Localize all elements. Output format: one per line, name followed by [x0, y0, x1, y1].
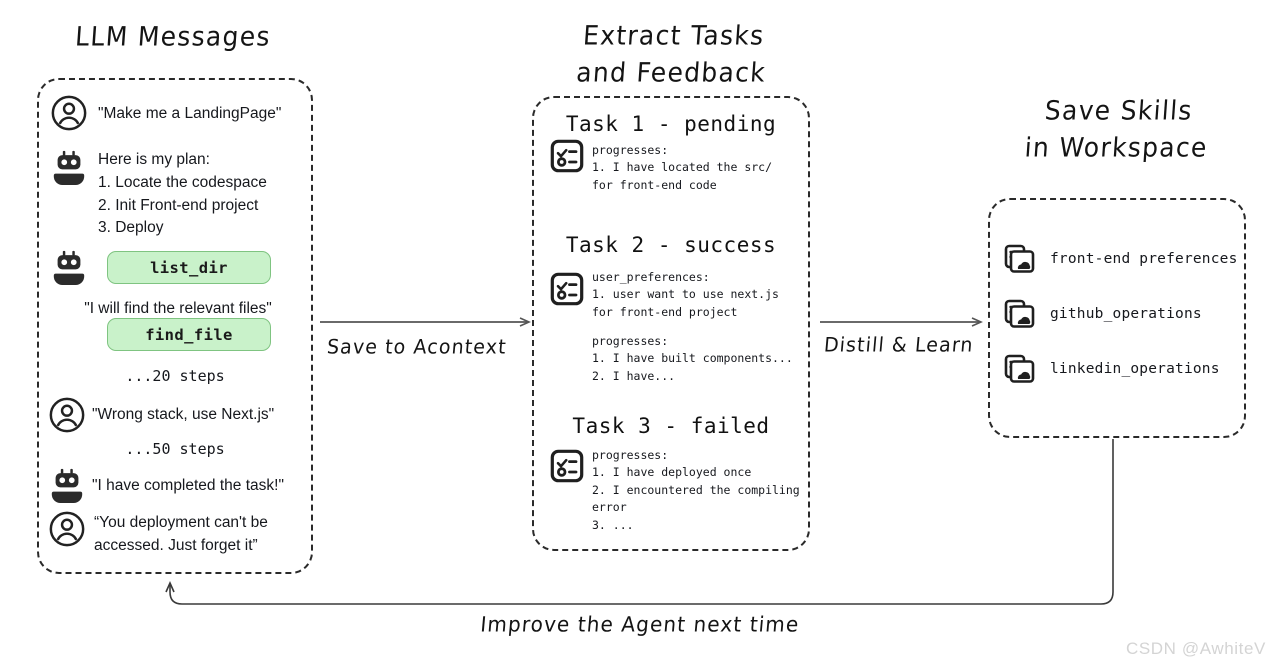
task-2-progresses: progresses: 1. I have built components..… [592, 334, 793, 383]
skill-item-0[interactable]: front-end preferences [1004, 243, 1238, 275]
message-text: "Wrong stack, use Next.js" [92, 406, 275, 423]
user-avatar-icon [48, 510, 86, 548]
message-row-user-3: “You deployment can't be accessed. Just … [48, 510, 306, 558]
task-3-title: Task 3 - failed [572, 414, 770, 438]
arrow-label-distill: Distill & Learn [822, 333, 975, 357]
message-text: "I have completed the task!" [92, 477, 284, 494]
skill-cloud-icon [1004, 353, 1038, 385]
tool-call-list-dir[interactable]: list_dir [107, 251, 271, 284]
skill-label: linkedin_operations [1050, 361, 1220, 377]
message-text-agent-3: "I will find the relevant files" [84, 300, 272, 317]
task-3-body: progresses: 1. I have deployed once 2. I… [592, 448, 800, 532]
message-row-agent-4: "I have completed the task!" [48, 466, 284, 504]
arrow-label-save: Save to Acontext [325, 335, 508, 359]
arrow-improve-loop [165, 439, 1114, 605]
skill-label: github_operations [1050, 306, 1202, 322]
skill-label: front-end preferences [1050, 251, 1238, 267]
robot-avatar-icon [50, 248, 88, 286]
message-text: "Make me a LandingPage" [98, 105, 282, 122]
user-avatar-icon [48, 396, 86, 434]
message-row-agent-1: Here is my plan: 1. Locate the codespace… [50, 148, 302, 240]
steps-indicator-50: ...50 steps [125, 440, 225, 458]
arrow-label-loop: Improve the Agent next time [479, 611, 801, 637]
steps-indicator-20: ...20 steps [125, 367, 225, 385]
task-2-title: Task 2 - success [565, 233, 777, 257]
robot-avatar-icon [48, 466, 86, 504]
message-text: “You deployment can't be accessed. Just … [94, 514, 268, 554]
watermark: CSDN @AwhiteV [1125, 639, 1266, 658]
tool-call-find-file[interactable]: find_file [107, 318, 271, 351]
skill-cloud-icon [1004, 243, 1038, 275]
message-text: Here is my plan: 1. Locate the codespace… [98, 151, 267, 237]
message-row-user-1: "Make me a LandingPage" [50, 94, 302, 132]
task-2-preferences: user_preferences: 1. user want to use ne… [592, 270, 779, 319]
message-row-agent-2 [50, 248, 88, 286]
skill-cloud-icon [1004, 298, 1038, 330]
skill-item-1[interactable]: github_operations [1004, 298, 1202, 330]
robot-avatar-icon [50, 148, 88, 186]
checklist-icon [550, 449, 584, 483]
message-row-user-2: "Wrong stack, use Next.js" [48, 396, 274, 434]
checklist-icon [550, 139, 584, 173]
checklist-icon [550, 272, 584, 306]
task-1-title: Task 1 - pending [565, 112, 777, 136]
user-avatar-icon [50, 94, 88, 132]
task-1-body: progresses: 1. I have located the src/ f… [592, 143, 773, 192]
skill-item-2[interactable]: linkedin_operations [1004, 353, 1220, 385]
